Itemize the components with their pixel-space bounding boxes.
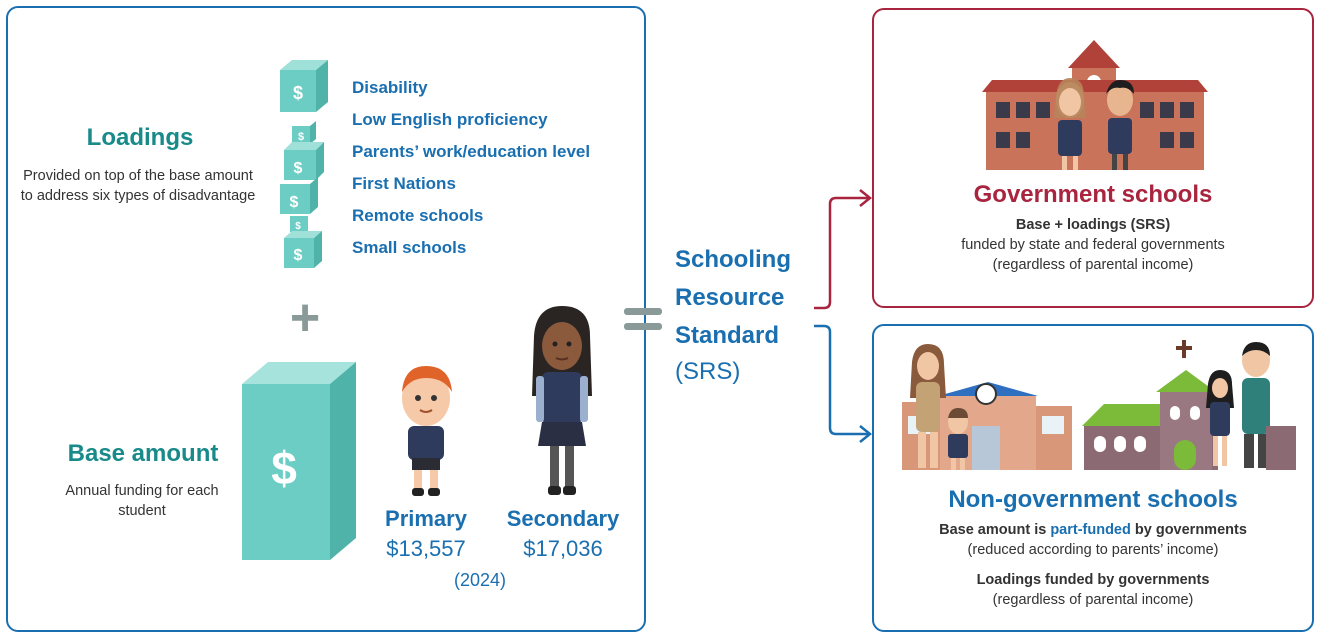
- base-amount-title: Base amount: [67, 440, 219, 467]
- year-label: (2024): [453, 570, 507, 590]
- equals-icon: [624, 308, 662, 330]
- base-amount-block: $: [242, 362, 356, 560]
- loading-block-3: $: [284, 142, 324, 180]
- loading-item-remote: Remote schools: [352, 206, 484, 225]
- loading-item-parents: Parents’ work/education level: [352, 142, 591, 161]
- srs-label: Schooling Resource Standard (SRS): [675, 241, 825, 389]
- srs-connector-arrows: [814, 189, 873, 443]
- svg-text:$: $: [294, 247, 303, 264]
- loading-block-4: $: [280, 177, 318, 214]
- srs-abbreviation: (SRS): [675, 358, 741, 385]
- non-government-schools-panel: [872, 324, 1314, 632]
- non-government-school-2-illustration: [1082, 340, 1296, 470]
- srs-word-resource: Resource: [675, 284, 785, 311]
- loading-block-6: $: [284, 231, 322, 268]
- srs-word-standard: Standard: [675, 322, 780, 349]
- svg-text:$: $: [298, 131, 304, 143]
- government-funding-line1: Base + loadings (SRS): [1015, 217, 1171, 233]
- base-amount-description: Annual funding for each student: [65, 483, 219, 519]
- loading-block-1: $: [280, 60, 328, 112]
- loading-item-disability: Disability: [352, 78, 428, 97]
- arrow-to-government: [814, 196, 868, 310]
- primary-amount: $13,557: [386, 536, 466, 561]
- loading-item-small: Small schools: [352, 238, 467, 257]
- loading-item-first-nations: First Nations: [352, 174, 456, 193]
- non-government-funding-line3: Loadings funded by governments: [976, 572, 1210, 588]
- loading-block-2: $: [292, 121, 316, 144]
- svg-text:$: $: [293, 83, 303, 103]
- line1-part-c: by governments: [1130, 522, 1247, 538]
- arrow-to-non-government: [814, 324, 868, 436]
- government-funding-line3: (regardless of parental income): [992, 257, 1194, 273]
- secondary-amount: $17,036: [523, 536, 603, 561]
- loadings-title: Loadings: [86, 124, 194, 151]
- svg-text:$: $: [290, 194, 299, 211]
- srs-word-schooling: Schooling: [675, 246, 791, 273]
- loadings-blocks: $ $ $ $ $ $: [280, 60, 328, 268]
- svg-text:$: $: [294, 160, 303, 177]
- government-funding-line2: funded by state and federal governments: [961, 237, 1225, 253]
- line1-part-a: Base amount is: [939, 522, 1051, 538]
- part-funded-highlight: part-funded: [1050, 522, 1131, 538]
- loadings-list: Disability Low English proficiency Paren…: [352, 72, 642, 264]
- primary-label: Primary: [385, 506, 467, 531]
- secondary-label: Secondary: [506, 506, 620, 531]
- loading-block-5: $: [290, 216, 308, 232]
- non-government-schools-title: Non-government schools: [948, 486, 1238, 513]
- svg-text:$: $: [295, 221, 301, 232]
- government-schools-title: Government schools: [973, 181, 1213, 208]
- loadings-description: Provided on top of the base amount to ad…: [20, 168, 256, 204]
- plus-icon: +: [289, 289, 321, 347]
- secondary-student-illustration: [532, 306, 592, 495]
- loadings-base-panel: [6, 6, 646, 632]
- government-school-illustration: [982, 40, 1208, 170]
- non-government-funding-line2: (reduced according to parents’ income): [967, 542, 1219, 558]
- non-government-school-1-illustration: [902, 344, 1072, 470]
- government-schools-panel: [872, 8, 1314, 308]
- loading-item-english: Low English proficiency: [352, 110, 548, 129]
- dollar-icon: $: [271, 442, 297, 494]
- primary-student-illustration: [402, 366, 452, 496]
- non-government-funding-line4: (regardless of parental income): [992, 592, 1194, 608]
- non-government-funding-line1: Base amount is part-funded by government…: [874, 522, 1312, 538]
